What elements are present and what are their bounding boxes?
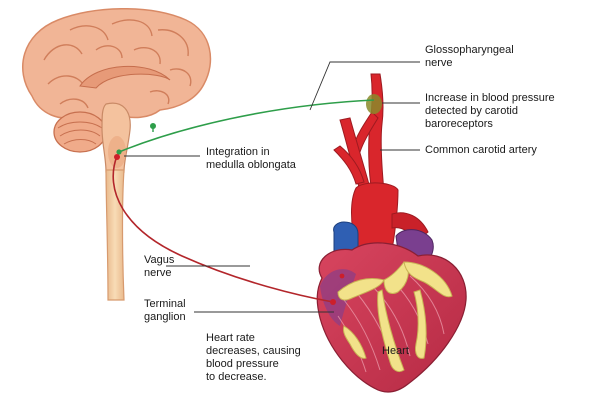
- label-vagus-nerve: Vagus nerve: [144, 254, 175, 279]
- coronary-fat: [337, 261, 453, 373]
- carotid-arteries: [333, 73, 429, 251]
- label-glossopharyngeal-nerve: Glossopharyngeal nerve: [425, 44, 514, 69]
- terminal-ganglion-dot: [330, 299, 336, 305]
- vagus-nerve-path: [112, 155, 334, 303]
- carotid-sinus: [366, 94, 382, 114]
- label-terminal-ganglion: Terminal ganglion: [144, 298, 186, 323]
- label-medulla-integration: Integration in medulla oblongata: [206, 146, 296, 171]
- label-heart-rate-decrease: Heart rate decreases, causing blood pres…: [206, 332, 301, 383]
- label-baroreceptors: Increase in blood pressure detected by c…: [425, 92, 555, 130]
- leader-lines: [124, 61, 420, 313]
- corpus-callosum: [79, 65, 171, 89]
- heart: [316, 221, 467, 393]
- leader-glossopharyngeal: [309, 61, 420, 111]
- brain: [22, 8, 212, 173]
- sa-node-dot: [339, 273, 345, 279]
- glossopharyngeal-nerve-path: [118, 99, 375, 153]
- sensory-ganglion-dot: [150, 123, 156, 129]
- cerebral-gyri: [43, 19, 192, 109]
- label-common-carotid-artery: Common carotid artery: [425, 144, 537, 156]
- medulla-nerve-dot: [114, 154, 120, 160]
- cerebellum: [53, 111, 107, 153]
- nerve-entry-dot: [116, 149, 122, 155]
- label-heart: Heart: [382, 345, 409, 357]
